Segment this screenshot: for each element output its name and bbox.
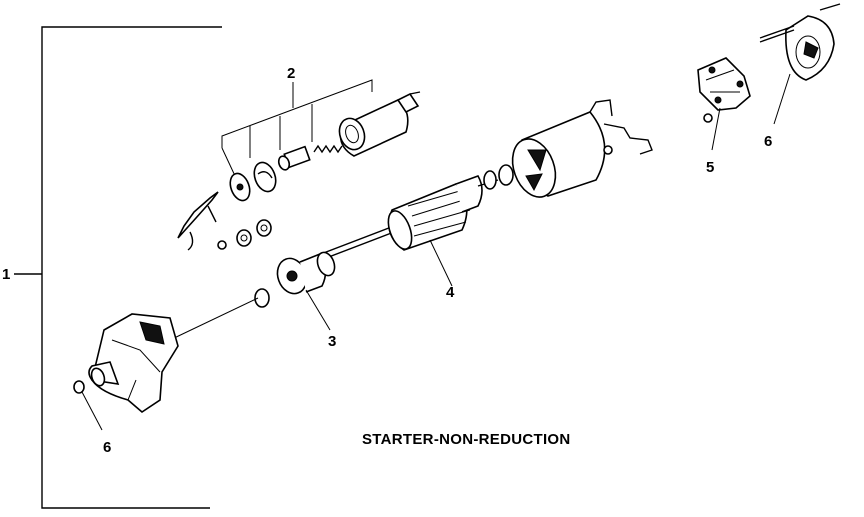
field-frame [511, 99, 653, 198]
callout-3: 3 [328, 333, 336, 350]
drive-clutch [254, 251, 336, 331]
callout-1: 1 [2, 266, 10, 283]
armature [299, 164, 514, 287]
drive-housing [73, 297, 259, 431]
callout-6-rear: 6 [764, 133, 772, 150]
callout-5: 5 [706, 159, 714, 176]
callout-4: 4 [446, 284, 455, 301]
diagram-caption: STARTER-NON-REDUCTION [362, 431, 571, 448]
callout-6-front: 6 [103, 439, 111, 456]
assembly-bracket [14, 26, 222, 509]
solenoid-group [177, 79, 421, 251]
end-frame [759, 3, 841, 125]
callout-2: 2 [287, 65, 295, 82]
brush-holder [697, 57, 751, 151]
